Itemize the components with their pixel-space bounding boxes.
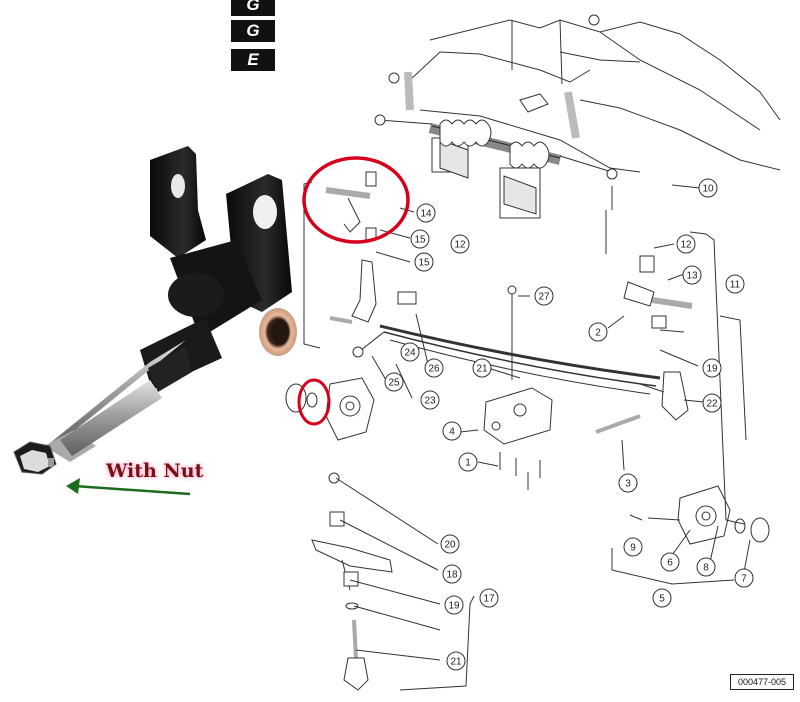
callout-12: 12 [450,234,470,254]
callout-number: 13 [686,271,698,282]
callout-number: 18 [446,570,458,581]
highlight-markers [297,156,410,426]
callout-number: 17 [483,594,495,605]
callout-1: 1 [458,452,478,472]
callout-number: 15 [418,258,430,269]
callout-number: 22 [706,399,718,410]
callout-number: 21 [450,657,462,668]
callout-number: 9 [630,543,636,554]
callout-10: 10 [698,178,718,198]
callout-24: 24 [400,342,420,362]
callout-21: 21 [472,358,492,378]
callout-number: 27 [538,292,550,303]
callout-5: 5 [652,588,672,608]
callout-number: 6 [667,558,673,569]
header-tab: E [231,49,275,71]
callout-number: 14 [420,209,432,220]
callout-number: 15 [414,235,426,246]
callout-26: 26 [424,358,444,378]
callout-15: 15 [414,252,434,272]
callout-14: 14 [416,203,436,223]
callout-13: 13 [682,265,702,285]
callout-number: 1 [465,458,471,469]
callout-bubbles: 1234567891011121312141515171819192021222… [384,178,754,671]
callout-4: 4 [442,421,462,441]
callout-number: 20 [444,540,456,551]
nut-highlight-circle [297,378,331,426]
with-nut-label: With Nut [106,460,204,482]
callout-27: 27 [534,286,554,306]
frame-drawing [285,14,781,691]
callout-number: 2 [595,328,601,339]
callout-9: 9 [623,537,643,557]
callout-6: 6 [660,552,680,572]
callout-number: 3 [625,479,631,490]
callout-number: 24 [404,348,416,359]
callout-17: 17 [479,588,499,608]
callout-25: 25 [384,372,404,392]
callout-number: 8 [703,563,709,574]
callout-2: 2 [588,322,608,342]
callout-number: 12 [454,240,466,251]
callout-20: 20 [440,534,460,554]
callout-22: 22 [702,393,722,413]
callout-15: 15 [410,229,430,249]
callout-19: 19 [444,595,464,615]
callout-number: 12 [680,240,692,251]
with-nut-arrow [66,478,191,496]
callout-number: 25 [388,378,400,389]
callout-number: 26 [428,364,440,375]
callout-number: 5 [659,594,665,605]
callout-number: 19 [706,364,718,375]
callout-number: 23 [424,396,436,407]
spindle-photo [13,146,297,475]
callout-number: 7 [741,574,747,585]
spindle-highlight-circle [302,156,410,244]
callout-23: 23 [420,390,440,410]
callout-number: 11 [730,280,741,291]
callout-number: 21 [476,364,488,375]
callout-8: 8 [696,557,716,577]
callout-number: 10 [702,184,714,195]
callout-number: 4 [449,427,455,438]
callout-12: 12 [676,234,696,254]
callout-number: 19 [448,601,460,612]
header-tab: G [231,0,275,16]
callout-7: 7 [734,568,754,588]
reference-code: 000477-005 [730,674,794,690]
callout-11: 11 [725,274,745,294]
callout-19: 19 [702,358,722,378]
callout-21: 21 [446,651,466,671]
callout-18: 18 [442,564,462,584]
callout-3: 3 [618,473,638,493]
header-tab: G [231,20,275,42]
